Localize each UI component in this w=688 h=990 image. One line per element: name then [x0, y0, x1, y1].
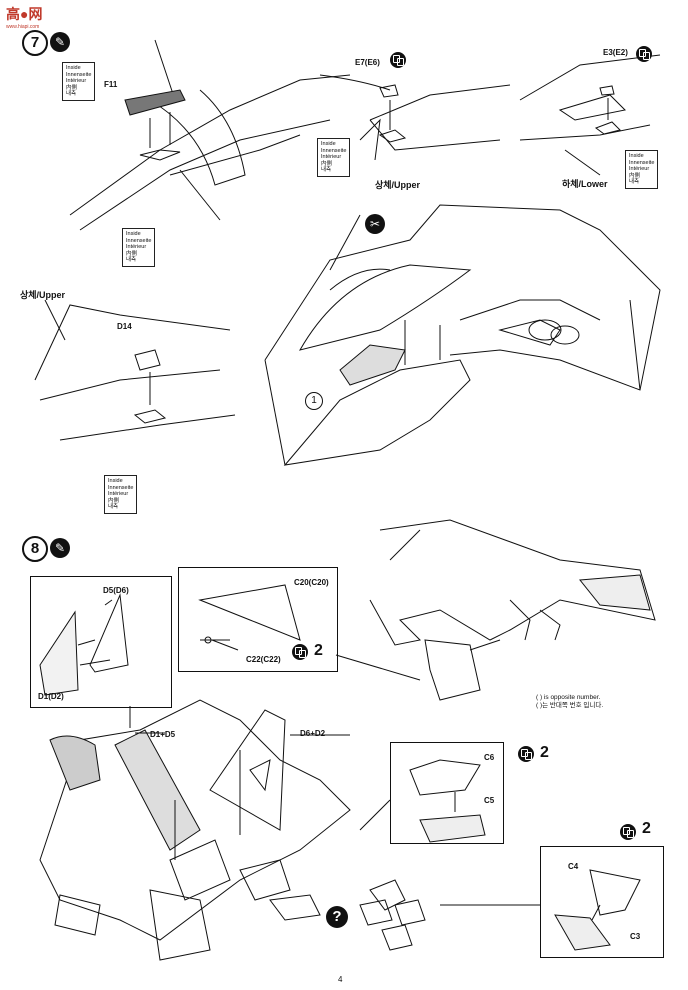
part-c22-label: C22(C22)	[246, 655, 281, 664]
inside-note-text: Inside Innenseite Intérieur 内側 내측	[126, 231, 152, 263]
part-c20-label: C20(C20)	[294, 578, 329, 587]
pair-icon	[620, 824, 636, 840]
opposite-note-kr: ( )는 반대쪽 번호 입니다.	[536, 702, 604, 709]
direction-icon	[390, 52, 406, 68]
glue-icon: ✎	[50, 538, 70, 558]
fin-cap-panel	[178, 567, 338, 672]
part-e3-label: E3(E2)	[603, 48, 628, 57]
part-c3-label: C3	[630, 932, 641, 941]
part-d1-d5-label: D1+D5	[150, 730, 176, 739]
part-e7-label: E7(E6)	[355, 58, 380, 67]
pair-icon	[292, 644, 308, 660]
part-f11-label: F11	[104, 80, 118, 89]
inside-note-text: Inside Innenseite Intérieur 内側 내측	[629, 153, 655, 185]
inside-note: Inside Innenseite Intérieur 内側 내측	[317, 138, 351, 177]
quantity-count: 2	[314, 642, 323, 659]
part-d6-d2-label: D6+D2	[300, 729, 326, 738]
step-8-number: 8	[22, 536, 48, 562]
part-c6-label: C6	[484, 753, 495, 762]
glue-icon: ✎	[50, 32, 70, 52]
part-d1-label: D1(D2)	[38, 692, 64, 701]
pair-icon	[518, 746, 534, 762]
part-c5-label: C5	[484, 796, 495, 805]
inside-note: Inside Innenseite Intérieur 内側 내측	[625, 150, 659, 189]
figure-1-number: 1	[311, 395, 317, 406]
page-number: 4	[338, 975, 343, 984]
inside-note: Inside Innenseite Intérieur 内側 내측	[62, 62, 96, 101]
quantity-count: 2	[540, 744, 549, 761]
question-icon: ?	[326, 906, 348, 928]
inside-note-text: Inside Innenseite Intérieur 内側 내측	[321, 141, 347, 173]
upper-label-right: 상체/Upper	[375, 180, 421, 190]
inside-note-text: Inside Innenseite Intérieur 内側 내측	[66, 65, 92, 97]
part-c4-label: C4	[568, 862, 579, 871]
step-7-number: 7	[22, 30, 48, 56]
inside-note: Inside Innenseite Intérieur 内側 내측	[122, 228, 156, 267]
site-logo-text: 高●网	[6, 6, 43, 22]
part-d14-label: D14	[117, 322, 132, 331]
upper-label-left: 상체/Upper	[20, 290, 66, 300]
inside-note-text: Inside Innenseite Intérieur 内側 내측	[108, 478, 134, 510]
part-d5-label: D5(D6)	[103, 586, 129, 595]
quantity-count: 2	[642, 820, 651, 837]
site-logo-url: www.hiapi.com	[6, 24, 40, 30]
opposite-note-en: ( ) is opposite number.	[536, 694, 601, 701]
figure-1-marker: 1	[305, 392, 323, 410]
lower-label: 하체/Lower	[562, 179, 608, 189]
opposite-number-note: ( ) is opposite number. ( )는 반대쪽 번호 입니다.	[536, 694, 603, 710]
knife-icon: ✂	[365, 214, 385, 234]
direction-icon	[636, 46, 652, 62]
inside-note: Inside Innenseite Intérieur 内側 내측	[104, 475, 138, 514]
site-logo: 高●网 www.hiapi.com	[6, 4, 42, 30]
